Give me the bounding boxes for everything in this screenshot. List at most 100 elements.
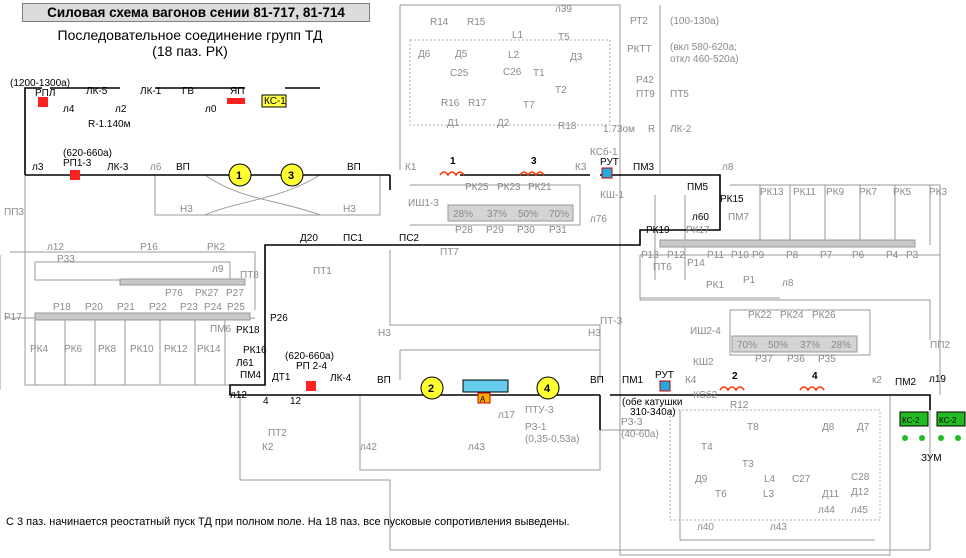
field-coil-1 [439, 171, 465, 177]
rut2-note2: 310-340а) [630, 407, 676, 418]
shunt-box-top [447, 204, 574, 222]
p37-label: Р37 [755, 354, 773, 365]
c25-label: С25 [450, 68, 469, 79]
d1-label: Д1 [447, 118, 460, 129]
kc2-box-a [899, 411, 929, 427]
motor-1-circle [228, 163, 252, 187]
rut2-note1: (обе катушки [622, 396, 682, 408]
motor-2-label: 2 [428, 383, 434, 395]
l8b-label: л8 [782, 278, 794, 289]
c27-label: С27 [792, 474, 811, 485]
p35-label: Р35 [818, 354, 836, 365]
l12-label: л12 [230, 390, 247, 401]
p9-label: Р9 [752, 250, 765, 261]
r12-label: R12 [730, 400, 749, 411]
resistor-bar-left [34, 312, 251, 321]
terminal-4: 4 [263, 396, 269, 407]
ksb1-label: КСб-1 [590, 146, 618, 158]
pp2-label: ПП2 [930, 340, 950, 351]
pt2-range: (100-130а) [670, 16, 719, 27]
main-power-circuit [24, 87, 966, 441]
d9-label: Д9 [695, 474, 708, 485]
lk5-label: ЛК-5 [86, 86, 108, 97]
r15-label: R15 [467, 17, 486, 28]
dt1-label: ДТ1 [272, 372, 291, 383]
rut2-block [659, 380, 671, 392]
r29-label: Р29 [486, 225, 504, 236]
pk2-label: РК2 [207, 242, 225, 253]
pty3-label: ПТУ-3 [525, 405, 554, 416]
resistor-bar-right [659, 239, 916, 248]
field-4-label: 4 [812, 371, 818, 382]
motor-2-circle [420, 376, 444, 400]
ksh2-label: КШ2 [693, 357, 714, 368]
vp-c-label: ВП [377, 375, 391, 386]
p17-label: Р17 [4, 312, 22, 323]
pk24-label: РК24 [780, 310, 804, 321]
pk21-label: РК21 [528, 182, 552, 193]
l43b-label: л43 [770, 522, 787, 533]
motor-1-label: 1 [236, 170, 242, 182]
motor-4-circle [536, 376, 560, 400]
l8-label: л8 [722, 162, 734, 173]
zum-lamp-3 [938, 435, 944, 441]
l76-label: л76 [590, 214, 607, 225]
pk19-label: РК19 [646, 225, 670, 236]
pm3-label: ПМ3 [633, 162, 655, 173]
zum-lamp-4 [955, 435, 961, 441]
t5-label: Т5 [558, 32, 570, 43]
p6-label: Р6 [852, 250, 865, 261]
r17-label: R17 [468, 98, 487, 109]
rp24-label: РП 2-4 [296, 361, 328, 372]
rp13-label: РП1-3 [63, 158, 92, 169]
pct-28b: 28% [831, 340, 851, 351]
pk26-label: РК26 [812, 310, 836, 321]
rp13-range: (620-660а) [63, 148, 112, 159]
k2-label: К2 [262, 442, 274, 453]
l4c-label: L4 [764, 474, 776, 485]
d20-label: Д20 [300, 233, 318, 244]
pk4-label: РК4 [30, 344, 48, 355]
pk6-label: РК6 [64, 344, 82, 355]
p24-label: Р24 [204, 302, 222, 313]
r31-label: Р31 [549, 225, 567, 236]
kc2b-label: КС-2 [939, 416, 957, 425]
ksb2-label: КСб2 [693, 389, 718, 401]
l2-label: л2 [115, 104, 127, 115]
ksh1-label: КШ-1 [600, 190, 624, 201]
rktt-label: РКТТ [627, 44, 652, 55]
pm7-label: ПМ7 [728, 212, 750, 223]
r30-label: Р30 [517, 225, 535, 236]
rp13-relay [70, 170, 80, 180]
k4-label: К4 [685, 375, 697, 386]
pk23-label: РК23 [497, 182, 521, 193]
k1-label: К1 [405, 162, 417, 173]
c26-label: С26 [503, 67, 522, 78]
p13-label: Р13 [641, 250, 659, 261]
gv-label: ГВ [182, 86, 194, 97]
zum-lamp-1 [902, 435, 908, 441]
pc1-label: ПС1 [343, 233, 363, 244]
p10-label: Р10 [731, 250, 749, 261]
rpl-range: (1200-1300а) [10, 78, 70, 89]
l17-label: л17 [498, 410, 515, 421]
l0-label: л0 [205, 104, 217, 115]
field-coil-2 [719, 386, 745, 392]
field-coil-4 [799, 386, 825, 392]
l61-label: Л61 [236, 358, 254, 369]
field-1-label: 1 [450, 156, 456, 167]
pct-70a: 70% [549, 209, 569, 220]
pp3-label: ПП3 [4, 207, 24, 218]
pz1-range: (0,35-0,53а) [525, 434, 579, 445]
p27-label: Р27 [226, 288, 244, 299]
pk8-label: РК8 [98, 344, 116, 355]
text-labels: (1200-1300а) РПЛ ЛК-5 ЛК-1 ГВ ЯП КС-1 л4… [4, 4, 957, 533]
pk13-label: РК13 [760, 187, 784, 198]
pt9-label: ПТ9 [636, 89, 655, 100]
kc1-box [261, 94, 287, 108]
ish24-label: ИШ2-4 [690, 326, 721, 337]
kc1-label: КС-1 [264, 96, 286, 107]
l60-label: л60 [692, 212, 709, 223]
t3-label: Т3 [742, 459, 754, 470]
vp-b-label: ВП [347, 162, 361, 173]
